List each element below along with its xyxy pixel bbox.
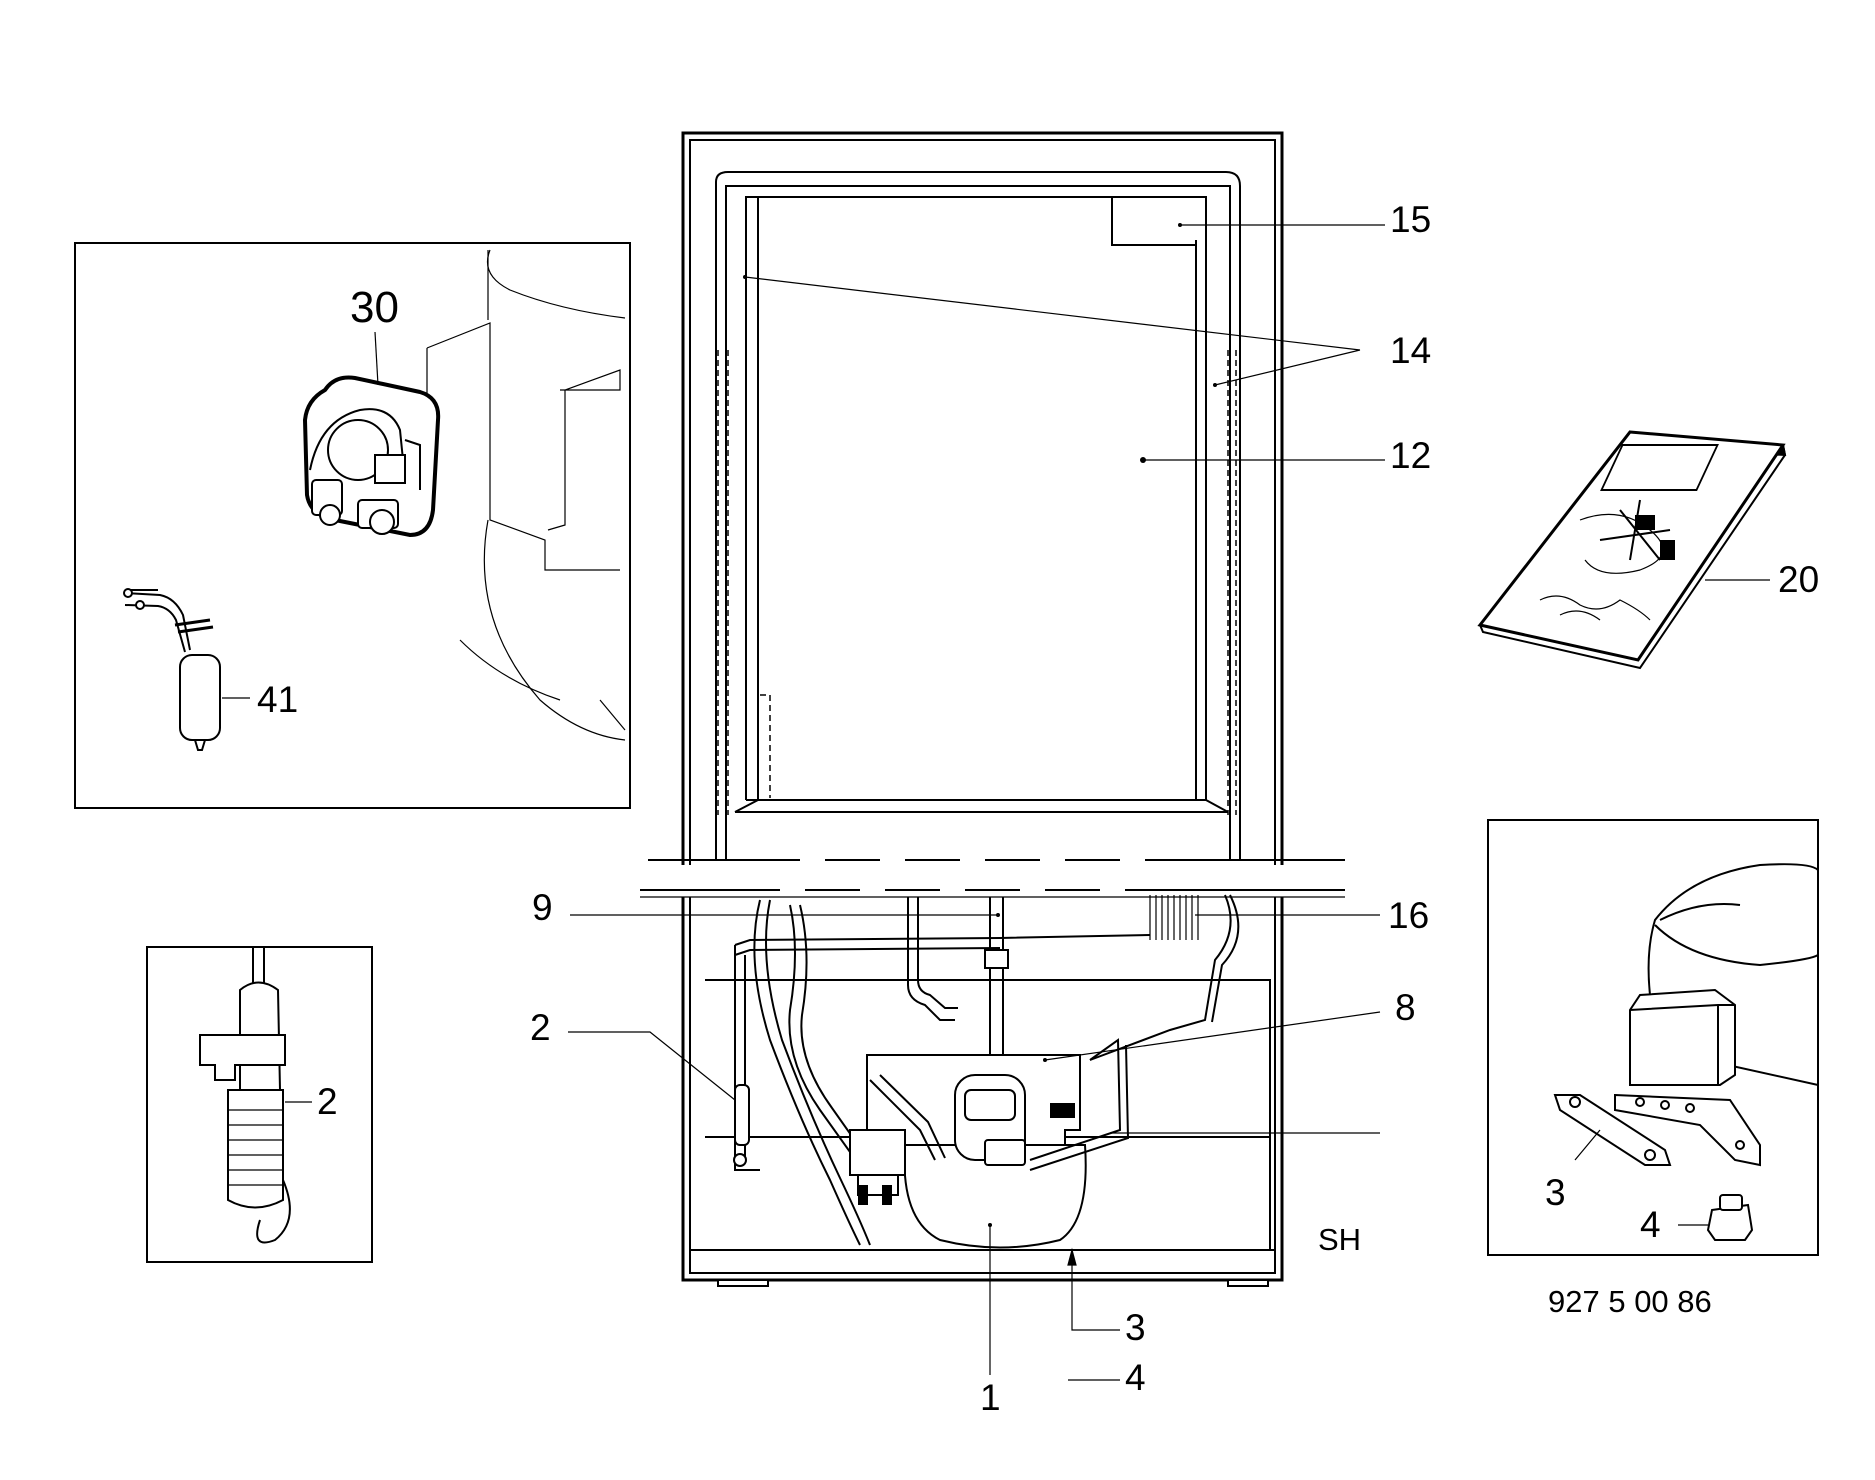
label-41: 41: [257, 679, 298, 720]
label-4: 4: [1125, 1357, 1146, 1398]
label-9: 9: [532, 887, 553, 928]
inset-thermostat: [74, 242, 631, 809]
model-code: SH: [1318, 1222, 1361, 1257]
label-compressor-4: 4: [1640, 1204, 1661, 1245]
label-8: 8: [1395, 987, 1416, 1028]
label-20: 20: [1778, 559, 1819, 600]
label-12: 12: [1390, 435, 1431, 476]
label-1: 1: [980, 1377, 1001, 1418]
label-16: 16: [1388, 895, 1429, 936]
manual-illustration: [1539, 499, 1675, 621]
label-3: 3: [1125, 1307, 1146, 1348]
label-2: 2: [530, 1007, 551, 1048]
label-compressor-3: 3: [1545, 1172, 1566, 1213]
inset-sensor: [146, 946, 373, 1263]
cabinet-leaders: [568, 223, 1385, 1381]
label-sensor-2: 2: [317, 1081, 338, 1122]
label-14: 14: [1390, 330, 1431, 371]
label-15: 15: [1390, 199, 1431, 240]
cabinet-drawing: [640, 131, 1345, 1287]
part-number: 927 5 00 86: [1548, 1284, 1712, 1319]
inset-compressor: [1487, 819, 1819, 1256]
instruction-manual: [1477, 430, 1787, 670]
label-30: 30: [350, 283, 399, 332]
